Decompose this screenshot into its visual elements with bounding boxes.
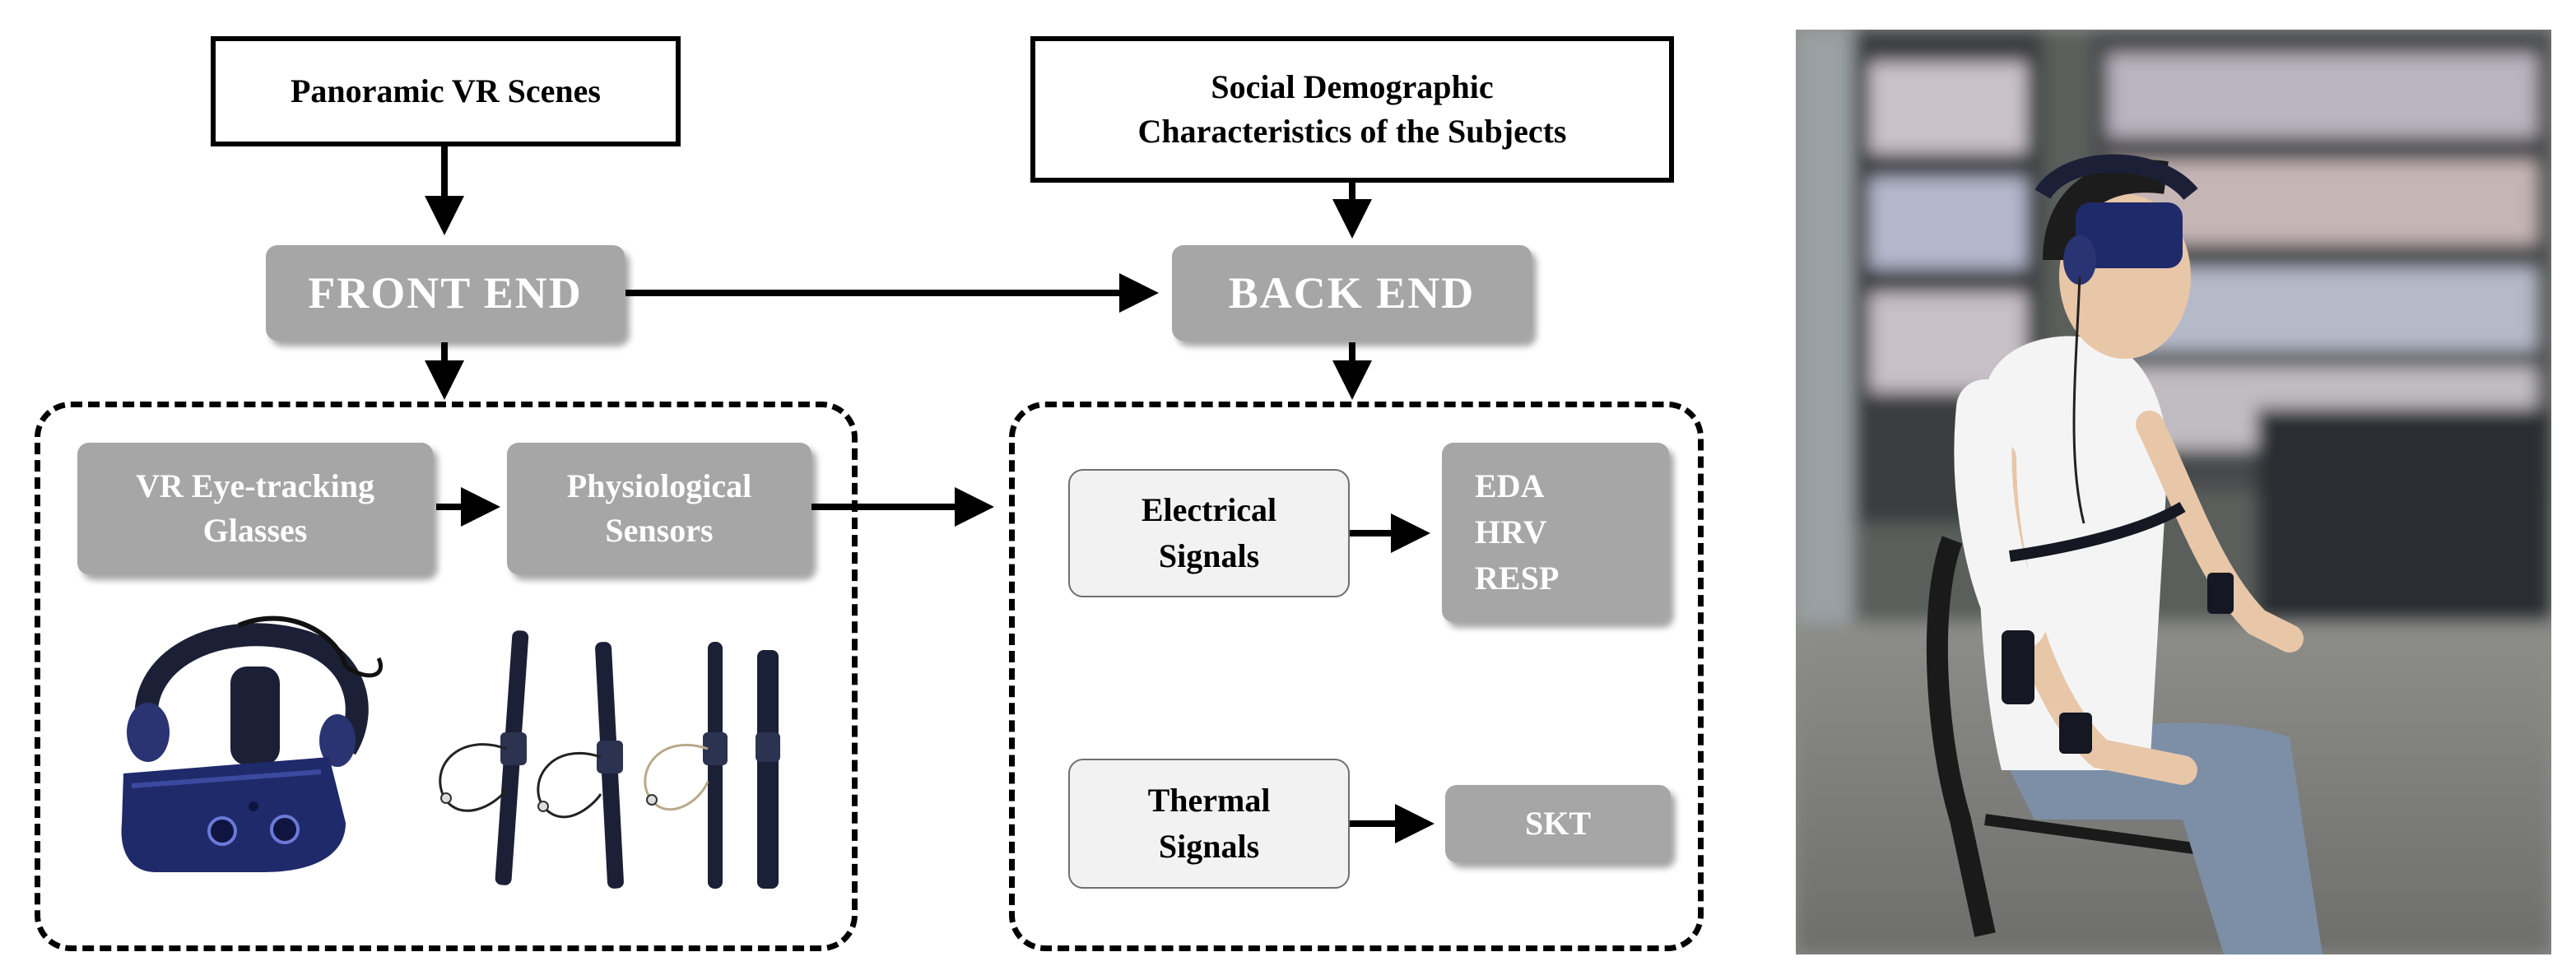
output-resp: RESP bbox=[1475, 560, 1560, 597]
output-hrv: HRV bbox=[1475, 513, 1547, 550]
back-end-signals-container bbox=[1009, 402, 1704, 951]
electrical-outputs-box: EDA HRV RESP bbox=[1442, 443, 1669, 622]
panoramic-vr-scenes-box: Panoramic VR Scenes bbox=[211, 36, 681, 146]
sensors-label-line2: Sensors bbox=[605, 512, 714, 549]
output-eda: EDA bbox=[1475, 467, 1545, 504]
front-end-devices-container bbox=[35, 402, 858, 951]
back-end-box: BACK END bbox=[1172, 245, 1532, 341]
back-end-label: BACK END bbox=[1228, 268, 1476, 318]
sensor-straps-image bbox=[439, 630, 780, 889]
thermal-label-line2: Signals bbox=[1158, 828, 1260, 865]
demographics-label-line2: Characteristics of the Subjects bbox=[1137, 113, 1567, 150]
thermal-signals-box: Thermal Signals bbox=[1068, 759, 1350, 889]
demographics-box: Social Demographic Characteristics of th… bbox=[1030, 36, 1674, 183]
electrical-label-line1: Electrical bbox=[1141, 491, 1277, 528]
electrical-label-line2: Signals bbox=[1158, 537, 1260, 574]
sensors-label-line1: Physiological bbox=[566, 467, 752, 504]
front-end-box: FRONT END bbox=[266, 245, 625, 341]
front-end-label: FRONT END bbox=[308, 268, 583, 318]
vr-eye-tracking-glasses-box: VR Eye-tracking Glasses bbox=[77, 443, 433, 574]
vr-glasses-label-line1: VR Eye-tracking bbox=[136, 467, 374, 504]
electrical-signals-box: Electrical Signals bbox=[1068, 469, 1350, 597]
skt-output-box: SKT bbox=[1445, 785, 1671, 862]
physiological-sensors-box: Physiological Sensors bbox=[507, 443, 811, 574]
output-skt: SKT bbox=[1524, 805, 1592, 842]
vr-headset-image bbox=[121, 615, 383, 872]
thermal-label-line1: Thermal bbox=[1147, 782, 1271, 819]
subject-photo bbox=[1796, 30, 2551, 954]
demographics-label-line1: Social Demographic bbox=[1211, 68, 1494, 105]
vr-glasses-label-line2: Glasses bbox=[202, 512, 308, 549]
panoramic-vr-scenes-label: Panoramic VR Scenes bbox=[291, 72, 601, 109]
